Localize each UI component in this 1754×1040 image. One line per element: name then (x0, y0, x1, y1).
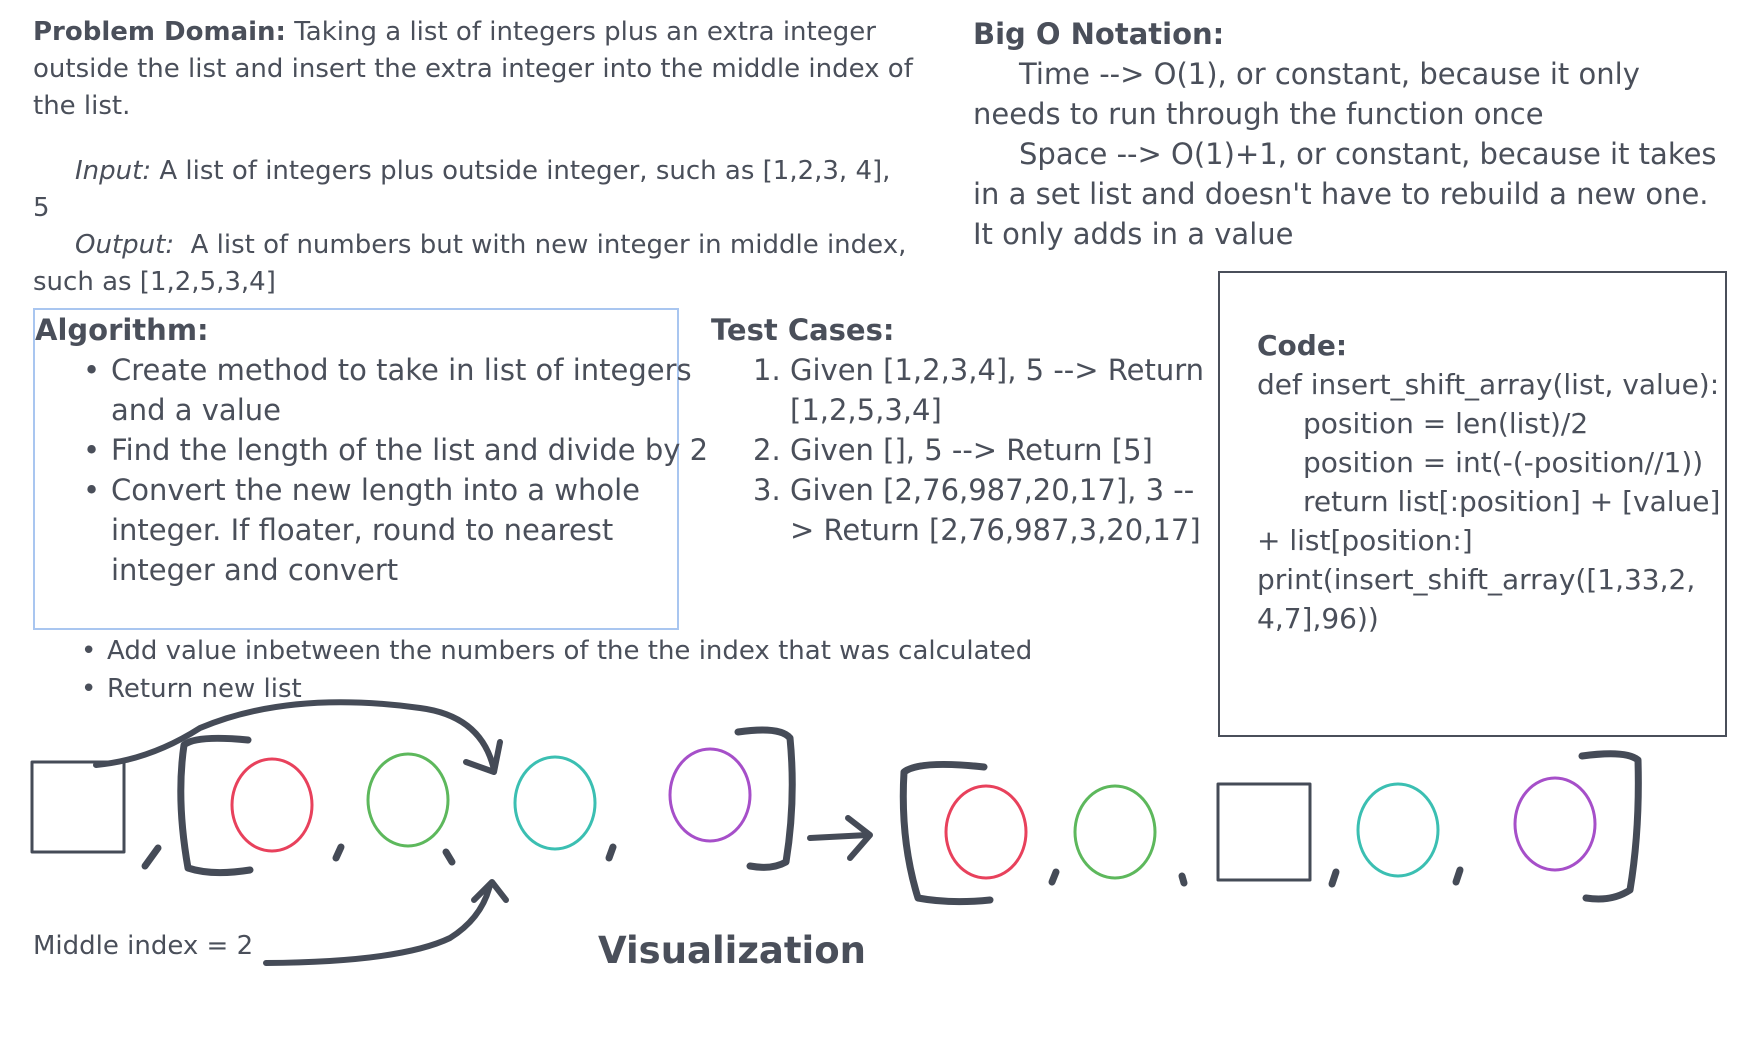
code-line: print(insert_shift_array([1,33,2, 4,7],9… (1257, 563, 1696, 635)
algorithm-step: Convert the new length into a whole inte… (35, 470, 711, 590)
comma-mark (1048, 868, 1060, 886)
open-bracket (177, 734, 254, 877)
algorithm-step: Add value inbetween the numbers of the t… (35, 632, 1135, 670)
big-o-space-text: Space --> O(1)+1, or constant, because i… (973, 137, 1717, 251)
big-o-title: Big O Notation: (973, 17, 1225, 51)
test-case-number: 2. (753, 433, 781, 467)
problem-domain-description: Taking a list of integers plus an extra … (33, 17, 913, 121)
code-line: def insert_shift_array(list, value): (1257, 368, 1720, 401)
test-cases-title: Test Cases: (711, 313, 895, 347)
algorithm-step: Find the length of the list and divide b… (35, 430, 711, 470)
teal-circle (1356, 782, 1440, 878)
problem-domain-text: Problem Domain: Taking a list of integer… (33, 14, 913, 125)
code-box (1218, 271, 1727, 737)
red-circle (944, 784, 1028, 880)
green-circle (366, 752, 450, 848)
algorithm-steps: Create method to take in list of integer… (35, 350, 1035, 590)
input-text: A list of integers plus outside integer,… (33, 156, 891, 223)
comma-mark (1452, 866, 1464, 886)
middle-index-label: Middle index = 2 (33, 931, 254, 961)
comma-mark (141, 844, 162, 870)
test-case-text: Given [1,2,3,4], 5 --> Return [1,2,5,3,4… (790, 353, 1205, 427)
value-square (30, 760, 126, 854)
arrowhead-icon (845, 815, 873, 861)
problem-domain-section: Problem Domain: Taking a list of integer… (33, 14, 913, 301)
arrowhead-icon (463, 739, 503, 775)
code-line: return list[:position] + [value] + list[… (1257, 482, 1727, 560)
comma-mark (332, 843, 345, 862)
teal-circle (513, 755, 597, 851)
algorithm-section: Algorithm: Create method to take in list… (35, 310, 1035, 590)
test-case-number: 1. (753, 353, 781, 387)
inserted-square (1216, 782, 1312, 882)
test-case: 1. Given [1,2,3,4], 5 --> Return [1,2,5,3… (711, 350, 1211, 430)
code-line: position = int(-(-position//1)) (1303, 446, 1704, 479)
code-title: Code: (1257, 329, 1348, 362)
algorithm-steps-continued: Add value inbetween the numbers of the t… (35, 632, 1135, 708)
insert-arrow-top (93, 699, 497, 773)
test-case: 3. Given [2,76,987,20,17], 3 --> Return [… (711, 470, 1211, 550)
close-bracket (734, 726, 796, 871)
arrowhead-icon (471, 879, 509, 903)
close-bracket (1578, 750, 1642, 903)
test-case-text: Given [], 5 --> Return [5] (790, 433, 1153, 467)
result-arrow (807, 832, 871, 841)
problem-domain-label: Problem Domain: (33, 17, 286, 47)
output-line: Output: A list of numbers but with new i… (33, 227, 913, 301)
output-label: Output: (75, 230, 175, 260)
comma-mark (605, 843, 617, 862)
test-case-number: 3. (753, 473, 781, 507)
output-text: A list of numbers but with new integer i… (33, 230, 907, 297)
input-line: Input: A list of integers plus outside i… (33, 153, 913, 227)
open-bracket (899, 760, 994, 906)
code-line-text: return list[:position] + [value] + list[… (1257, 485, 1721, 557)
comma-mark (1328, 868, 1340, 888)
input-label: Input: (75, 156, 152, 186)
purple-circle (668, 747, 752, 843)
test-case: 2. Given [], 5 --> Return [5] (711, 430, 1211, 470)
green-circle (1073, 784, 1157, 880)
test-case-text: Given [2,76,987,20,17], 3 --> Return [2,… (790, 473, 1201, 547)
code-section: Code: def insert_shift_array(list, value… (1257, 326, 1727, 638)
algorithm-title: Algorithm: (35, 313, 209, 347)
visualization-title: Visualization (598, 929, 866, 972)
code-line: position = len(list)/2 (1303, 407, 1589, 440)
red-circle (230, 757, 314, 853)
algorithm-step: Create method to take in list of integer… (35, 350, 711, 430)
index-arrow-bottom (263, 882, 493, 966)
comma-mark (1178, 872, 1188, 887)
big-o-time: Time --> O(1), or constant, because it o… (973, 54, 1733, 134)
big-o-space: Space --> O(1)+1, or constant, because i… (973, 134, 1733, 254)
test-cases-list: 1. Given [1,2,3,4], 5 --> Return [1,2,5,3… (711, 350, 1211, 550)
big-o-section: Big O Notation: Time --> O(1), or consta… (973, 14, 1733, 254)
big-o-time-text: Time --> O(1), or constant, because it o… (973, 57, 1640, 131)
comma-mark (442, 848, 456, 866)
test-cases-section: Test Cases: 1. Given [1,2,3,4], 5 --> Ret… (711, 310, 1211, 550)
purple-circle (1513, 776, 1597, 872)
algorithm-step: Return new list (35, 670, 1135, 708)
